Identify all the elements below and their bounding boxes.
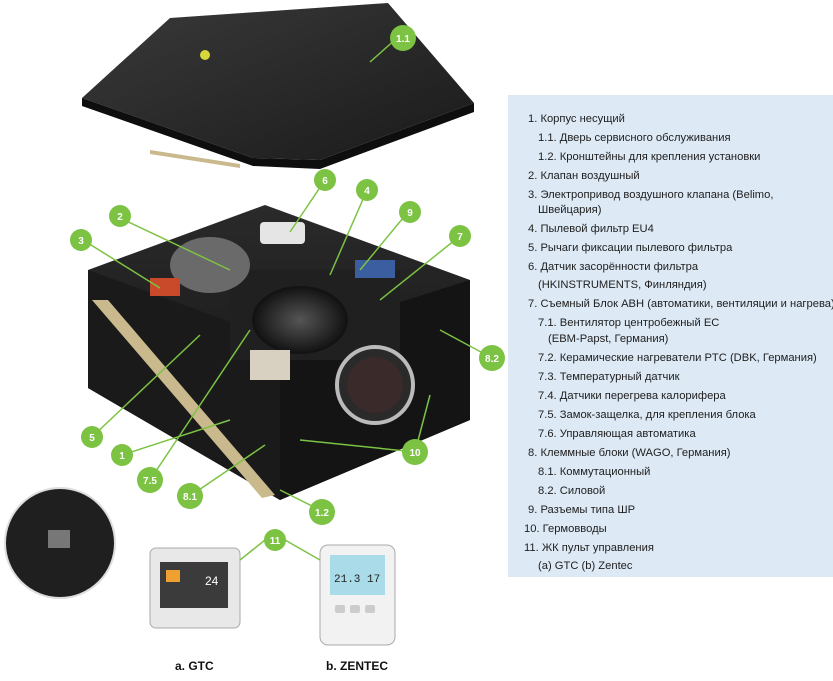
badges: 1.1 6 4 2 9 3 7 8.2 5 1 10 7.5 8.1 1.2 1…: [70, 25, 505, 551]
badge-8-2: 8.2: [479, 345, 505, 371]
zentec-display-readout: 21.3 17: [334, 574, 380, 586]
legend-item-10: 10. Гермовводы: [524, 523, 607, 535]
filter-sensor: [260, 222, 305, 244]
badge-1: 1: [111, 444, 133, 466]
svg-text:3: 3: [78, 236, 84, 247]
caption-gtc: a. GTC: [175, 659, 214, 673]
badge-4: 4: [356, 179, 378, 201]
legend-item-8-1: 8.1. Коммутационный: [538, 466, 651, 478]
control-board: [250, 350, 290, 380]
latch-zoom-inset: [4, 487, 116, 599]
svg-text:8.1: 8.1: [183, 492, 197, 503]
legend-item-7: 7. Съемный Блок АВН (автоматики, вентиля…: [528, 298, 833, 310]
legend-item-2: 2. Клапан воздушный: [528, 170, 640, 182]
legend-item-7-1-cont: (EBM-Papst, Германия): [548, 333, 669, 345]
legend-item-7-6: 7.6. Управляющая автоматика: [538, 428, 696, 440]
svg-text:2: 2: [117, 212, 123, 223]
legend-item-7-2: 7.2. Керамические нагреватели PTC (DBK, …: [538, 352, 817, 364]
svg-text:6: 6: [322, 176, 328, 187]
svg-text:5: 5: [89, 433, 95, 444]
svg-text:1.2: 1.2: [315, 508, 329, 519]
svg-text:1: 1: [119, 451, 125, 462]
legend-item-5: 5. Рычаги фиксации пылевого фильтра: [528, 242, 733, 254]
svg-text:11: 11: [270, 536, 281, 547]
air-valve: [170, 237, 250, 293]
badge-3: 3: [70, 229, 92, 251]
svg-text:9: 9: [407, 208, 413, 219]
legend-item-7-5: 7.5. Замок-защелка, для крепления блока: [538, 409, 756, 421]
legend-item-7-3: 7.3. Температурный датчик: [538, 371, 680, 383]
centrifugal-fan: [252, 286, 348, 354]
caption-zentec: b. ZENTEC: [326, 659, 388, 673]
svg-text:10: 10: [409, 448, 421, 459]
gtc-temp-readout: 24: [205, 574, 219, 588]
badge-7: 7: [449, 225, 471, 247]
badge-10: 10: [402, 439, 428, 465]
legend-panel: 1. Корпус несущий 1.1. Дверь сервисного …: [508, 95, 833, 577]
legend-item-3: 3. Электропривод воздушного клапана (Bel…: [528, 189, 774, 201]
badge-6: 6: [314, 169, 336, 191]
svg-text:1.1: 1.1: [396, 34, 410, 45]
legend-item-8: 8. Клеммные блоки (WAGO, Германия): [528, 447, 731, 459]
legend-item-7-1: 7.1. Вентилятор центробежный ЕС: [538, 317, 720, 329]
badge-2: 2: [109, 205, 131, 227]
legend-item-9: 9. Разъемы типа ШР: [528, 504, 636, 516]
badge-1-1: 1.1: [390, 25, 416, 51]
gtc-panel: 24: [149, 547, 241, 629]
service-door-lid: [82, 3, 474, 169]
svg-text:4: 4: [364, 186, 370, 197]
legend-item-11: 11. ЖК пульт управления: [524, 542, 654, 554]
legend-item-3-cont: Швейцария): [538, 204, 602, 216]
badge-1-2: 1.2: [309, 499, 335, 525]
badge-8-1: 8.1: [177, 483, 203, 509]
legend-item-8-2: 8.2. Силовой: [538, 485, 606, 497]
badge-7-5: 7.5: [137, 467, 163, 493]
legend-item-6-cont: (HKINSTRUMENTS, Финляндия): [538, 279, 707, 291]
svg-text:8.2: 8.2: [485, 354, 499, 365]
legend-item-11-cont: (a) GTC (b) Zentec: [538, 560, 633, 572]
legend-item-1: 1. Корпус несущий: [528, 113, 625, 125]
badge-11: 11: [264, 529, 286, 551]
legend-item-1-1: 1.1. Дверь сервисного обслуживания: [538, 132, 731, 144]
badge-9: 9: [399, 201, 421, 223]
legend-item-6: 6. Датчик засорённости фильтра: [528, 261, 699, 273]
svg-text:7: 7: [457, 232, 463, 243]
svg-text:7.5: 7.5: [143, 476, 157, 487]
legend-item-4: 4. Пылевой фильтр EU4: [528, 223, 654, 235]
brand-logo-icon: [200, 50, 210, 60]
main-housing: [88, 205, 470, 500]
legend-item-1-2: 1.2. Кронштейны для крепления установки: [538, 151, 761, 163]
legend-item-7-4: 7.4. Датчики перегрева калорифера: [538, 390, 726, 402]
valve-actuator: [150, 278, 180, 296]
badge-5: 5: [81, 426, 103, 448]
leader-lines: [82, 37, 493, 561]
zentec-panel: 21.3 17: [319, 544, 396, 646]
